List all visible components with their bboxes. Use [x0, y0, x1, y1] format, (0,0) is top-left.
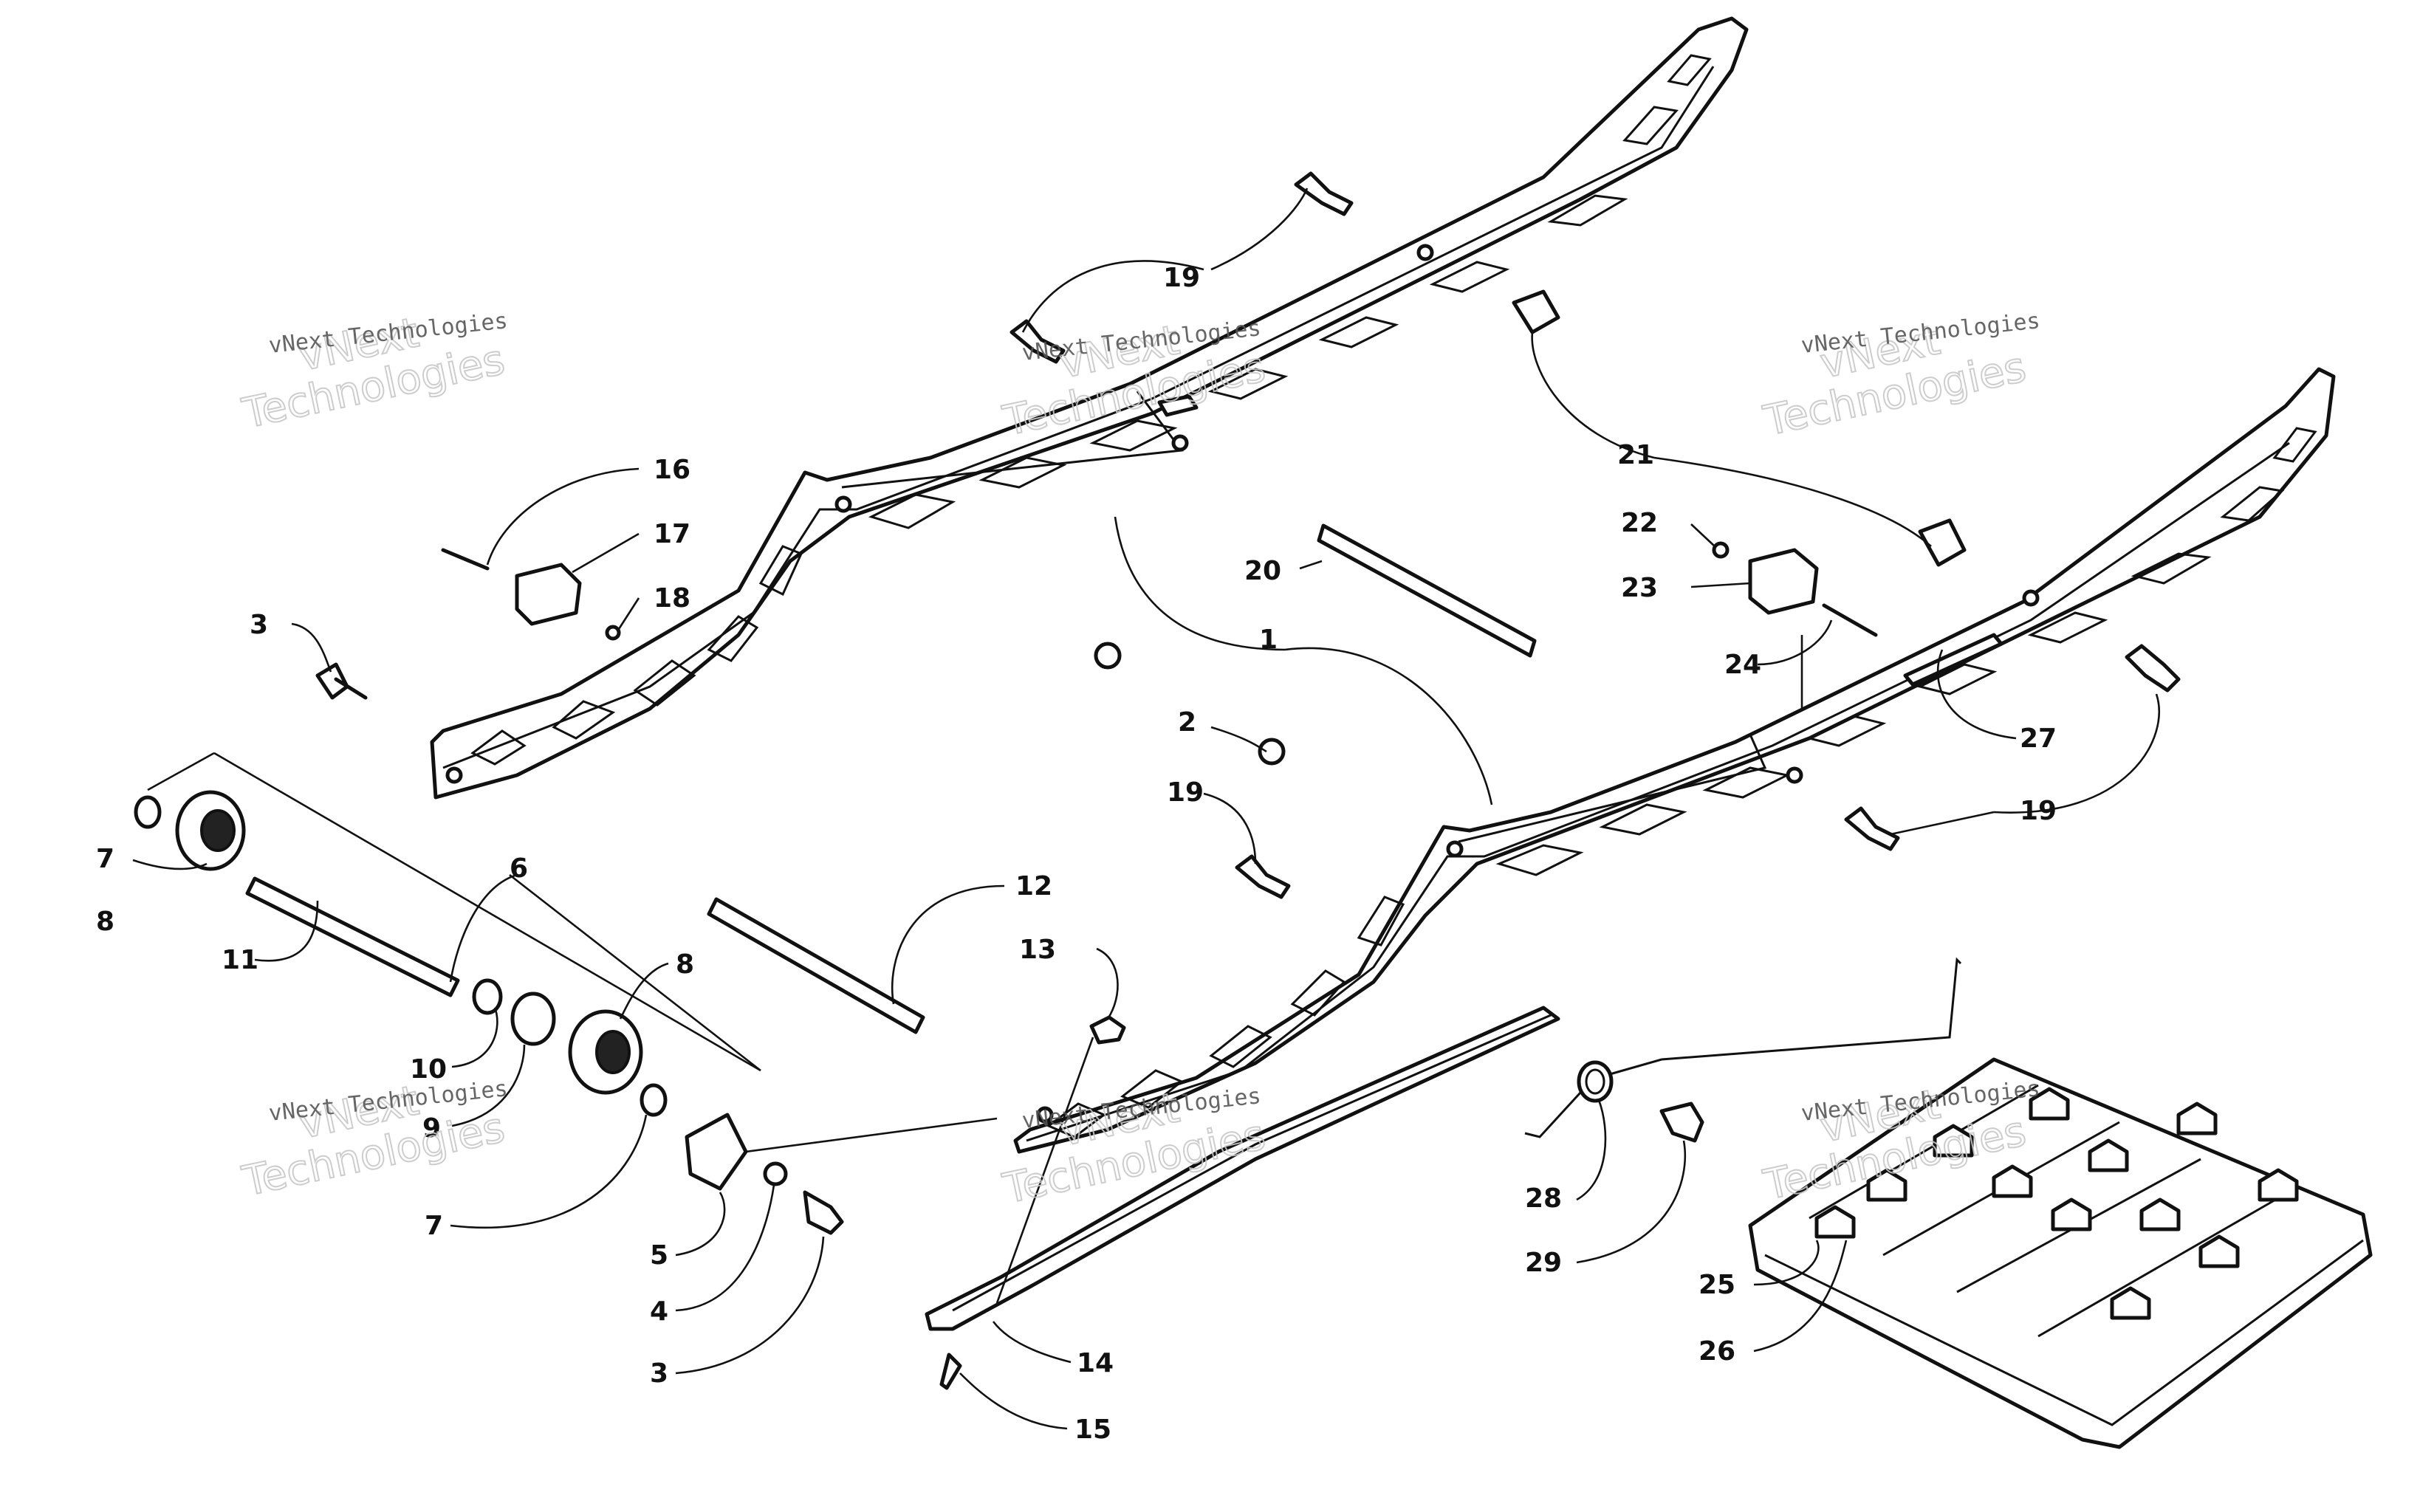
bearing-wheel-left [175, 790, 246, 871]
callout-13: 13 [1019, 935, 1056, 965]
callout-12: 12 [1015, 871, 1052, 901]
callout-5: 5 [650, 1240, 668, 1271]
block-17 [515, 563, 582, 626]
snap-ring-7-right [640, 1083, 668, 1117]
torsion-spring-28 [1524, 957, 1962, 1138]
callout-2: 2 [1178, 707, 1196, 738]
track-clips-26 [1814, 1087, 2299, 1320]
callout-10: 10 [410, 1054, 447, 1085]
nut-22 [1712, 541, 1730, 559]
callout-8-right: 8 [676, 949, 694, 980]
screw-15 [939, 1353, 962, 1390]
callout-22: 22 [1621, 508, 1658, 538]
bolt-3-lower [803, 1190, 844, 1235]
cross-shaft-20 [1317, 523, 1537, 658]
callout-20: 20 [1244, 556, 1281, 586]
callout-6: 6 [510, 853, 528, 884]
callout-19-top: 19 [1163, 263, 1200, 293]
bolt-19-mid [1235, 854, 1291, 899]
callout-3-lower: 3 [650, 1358, 668, 1389]
bearing-wheel-mid [568, 1009, 643, 1095]
pivot-bolt-29 [1659, 1102, 1704, 1143]
spacer-21-top [1512, 289, 1560, 334]
nut-18 [605, 625, 621, 641]
block-23 [1748, 548, 1819, 615]
callout-24: 24 [1724, 650, 1761, 680]
callout-17: 17 [654, 519, 690, 549]
callout-4: 4 [650, 1296, 668, 1327]
rear-axle-12 [707, 897, 925, 1034]
bolt-19-far-right [2125, 644, 2181, 693]
callout-18: 18 [654, 583, 690, 614]
callout-1: 1 [1259, 625, 1278, 655]
axle-11 [245, 876, 460, 997]
callout-29: 29 [1525, 1248, 1562, 1278]
washer-2-a [1094, 642, 1122, 670]
callout-11: 11 [222, 945, 258, 975]
nut-13 [1089, 1015, 1126, 1045]
spacer-21-right [1918, 518, 1967, 567]
pin-16 [441, 548, 490, 571]
callout-14: 14 [1077, 1348, 1114, 1378]
callout-9: 9 [422, 1113, 441, 1144]
callout-23: 23 [1621, 573, 1658, 603]
cap-5 [685, 1113, 748, 1191]
callout-19-mid: 19 [1167, 777, 1204, 808]
callout-27: 27 [2020, 724, 2057, 754]
bolt-19-upper-left [1010, 319, 1066, 364]
callout-15: 15 [1074, 1415, 1111, 1445]
washer-4 [763, 1161, 788, 1186]
right-slide-rail [1013, 367, 2336, 1154]
bolt-3-upper [315, 662, 368, 700]
leader-lines [132, 188, 2160, 1430]
bolt-19-right [1844, 806, 1900, 851]
callout-3-upper: 3 [250, 610, 268, 640]
callout-25: 25 [1699, 1270, 1735, 1300]
callout-7-right: 7 [425, 1211, 443, 1241]
callout-8-left: 8 [96, 907, 114, 937]
callout-26: 26 [1699, 1336, 1735, 1367]
washer-2-b [1258, 738, 1286, 766]
wear-strip-14 [925, 1006, 1560, 1331]
callout-labels: 19 16 17 18 3 20 1 2 19 21 22 23 24 27 1… [96, 263, 2057, 1445]
snap-ring-10 [472, 978, 503, 1015]
left-slide-rail [430, 16, 1749, 800]
snap-ring-7-left [134, 795, 162, 829]
callout-28: 28 [1525, 1183, 1562, 1214]
callout-7-left: 7 [96, 844, 114, 874]
bearing-9 [510, 992, 556, 1046]
callout-16: 16 [654, 455, 690, 485]
bolt-19-top [1294, 171, 1354, 216]
pin-24 [1822, 603, 1878, 637]
callout-19-right: 19 [2020, 796, 2057, 826]
callout-21: 21 [1617, 440, 1654, 470]
